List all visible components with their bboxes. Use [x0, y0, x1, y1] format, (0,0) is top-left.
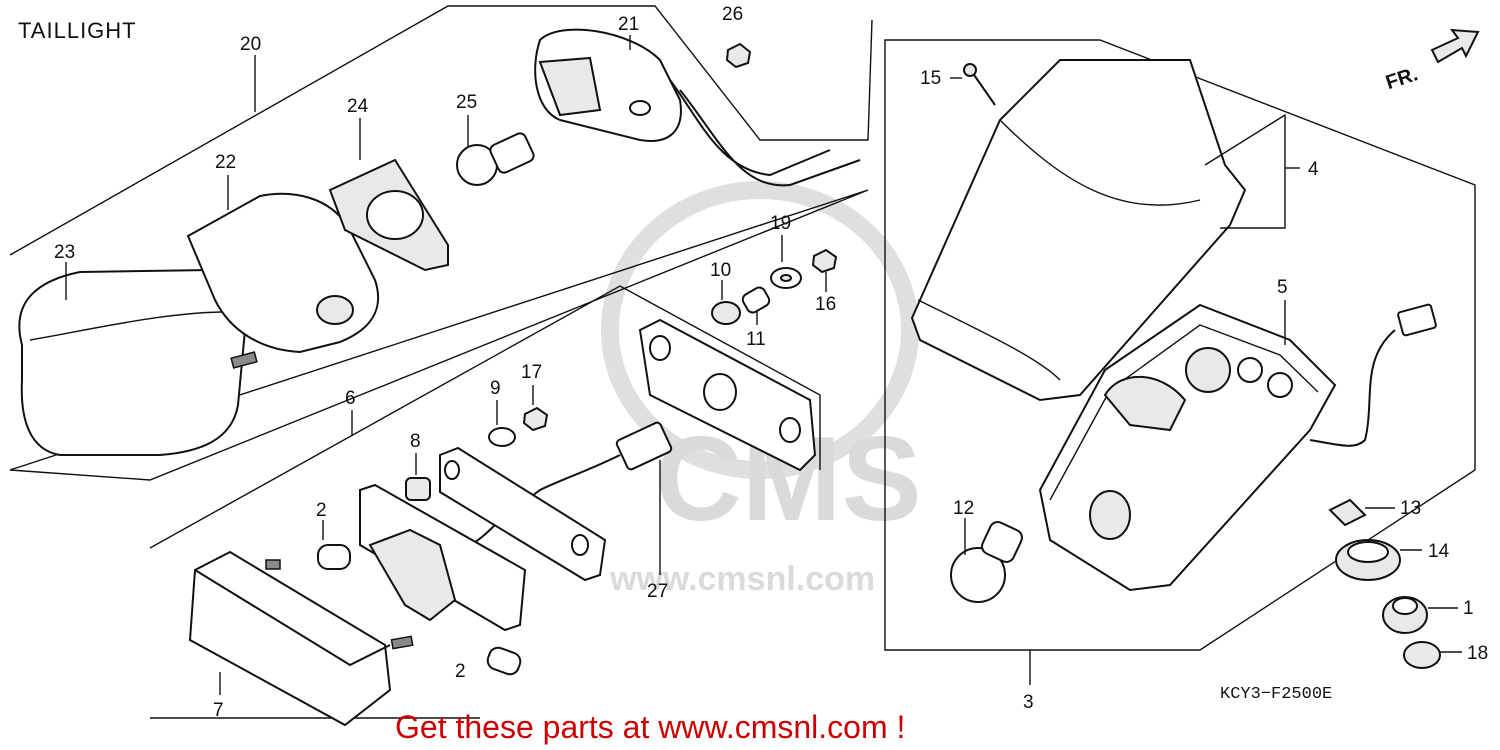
label-17: 17	[521, 362, 542, 383]
part-19-washer	[770, 235, 802, 289]
part-22-socket-housing	[186, 175, 380, 354]
part-2-bulb-lower	[486, 646, 522, 676]
label-1: 1	[1463, 598, 1474, 619]
label-12: 12	[953, 498, 974, 519]
front-direction-indicator: FR.	[1383, 28, 1480, 94]
label-26: 26	[722, 4, 743, 25]
drawing-code: KCY3−F2500E	[1220, 685, 1332, 704]
label-5: 5	[1277, 277, 1288, 298]
part-10-collar	[711, 280, 741, 325]
part-17-nut	[522, 385, 549, 432]
part-15-screw	[950, 63, 996, 106]
label-13: 13	[1400, 498, 1421, 519]
promo-link-text[interactable]: Get these parts at www.cmsnl.com !	[395, 709, 905, 745]
label-20: 20	[240, 34, 261, 55]
part-18-nut	[1403, 641, 1462, 669]
part-11-spacer	[741, 286, 771, 325]
part-25-bulb	[456, 115, 535, 186]
part-13-clip	[1328, 498, 1395, 527]
label-10: 10	[710, 260, 731, 281]
part-8-collar	[405, 453, 431, 501]
part-14-grommet	[1335, 539, 1422, 581]
label-16: 16	[815, 294, 836, 315]
part-12-bulb	[950, 518, 1023, 603]
label-15: 15	[920, 68, 941, 89]
group-box-3	[884, 39, 1476, 685]
label-25: 25	[456, 92, 477, 113]
label-2-upper: 2	[316, 500, 327, 521]
part-9-washer	[488, 400, 516, 447]
part-5-taillight-base	[1038, 300, 1437, 592]
part-23-lens-cover	[18, 262, 258, 456]
label-21: 21	[618, 14, 639, 35]
group-box-6	[149, 285, 821, 719]
diagram-title: TAILLIGHT	[18, 18, 137, 43]
label-24: 24	[347, 96, 369, 117]
part-1-rubber-mount	[1382, 596, 1458, 634]
part-4-lens	[910, 59, 1300, 402]
part-16-nut	[811, 248, 838, 292]
part-24-gasket	[328, 118, 449, 272]
part-2-bulb-upper	[317, 520, 351, 570]
label-18: 18	[1467, 643, 1488, 664]
label-14: 14	[1428, 541, 1450, 562]
label-8: 8	[410, 431, 421, 452]
watermark-url: www.cmsnl.com	[609, 560, 875, 598]
label-6: 6	[345, 388, 356, 409]
front-label: FR.	[1383, 63, 1420, 94]
label-4: 4	[1308, 159, 1319, 180]
part-26-nut	[725, 42, 752, 69]
label-11: 11	[746, 329, 766, 350]
label-19: 19	[770, 213, 791, 234]
label-7: 7	[213, 700, 224, 721]
label-2-lower: 2	[455, 661, 466, 682]
label-3: 3	[1023, 692, 1034, 713]
connector-wires	[469, 421, 673, 546]
label-9: 9	[490, 378, 501, 399]
part-6-plate	[439, 446, 607, 582]
label-22: 22	[215, 152, 236, 173]
label-27: 27	[647, 581, 668, 602]
group-box-20	[9, 5, 873, 481]
part-27-license-bracket	[638, 318, 817, 575]
part-7-license-lamp	[188, 483, 527, 727]
part-21-socket-wires	[534, 28, 861, 187]
part-number-labels: 20 23 22 24 25 21 26 15 4 5 19 10 16 11 …	[54, 4, 1488, 721]
label-23: 23	[54, 242, 75, 263]
